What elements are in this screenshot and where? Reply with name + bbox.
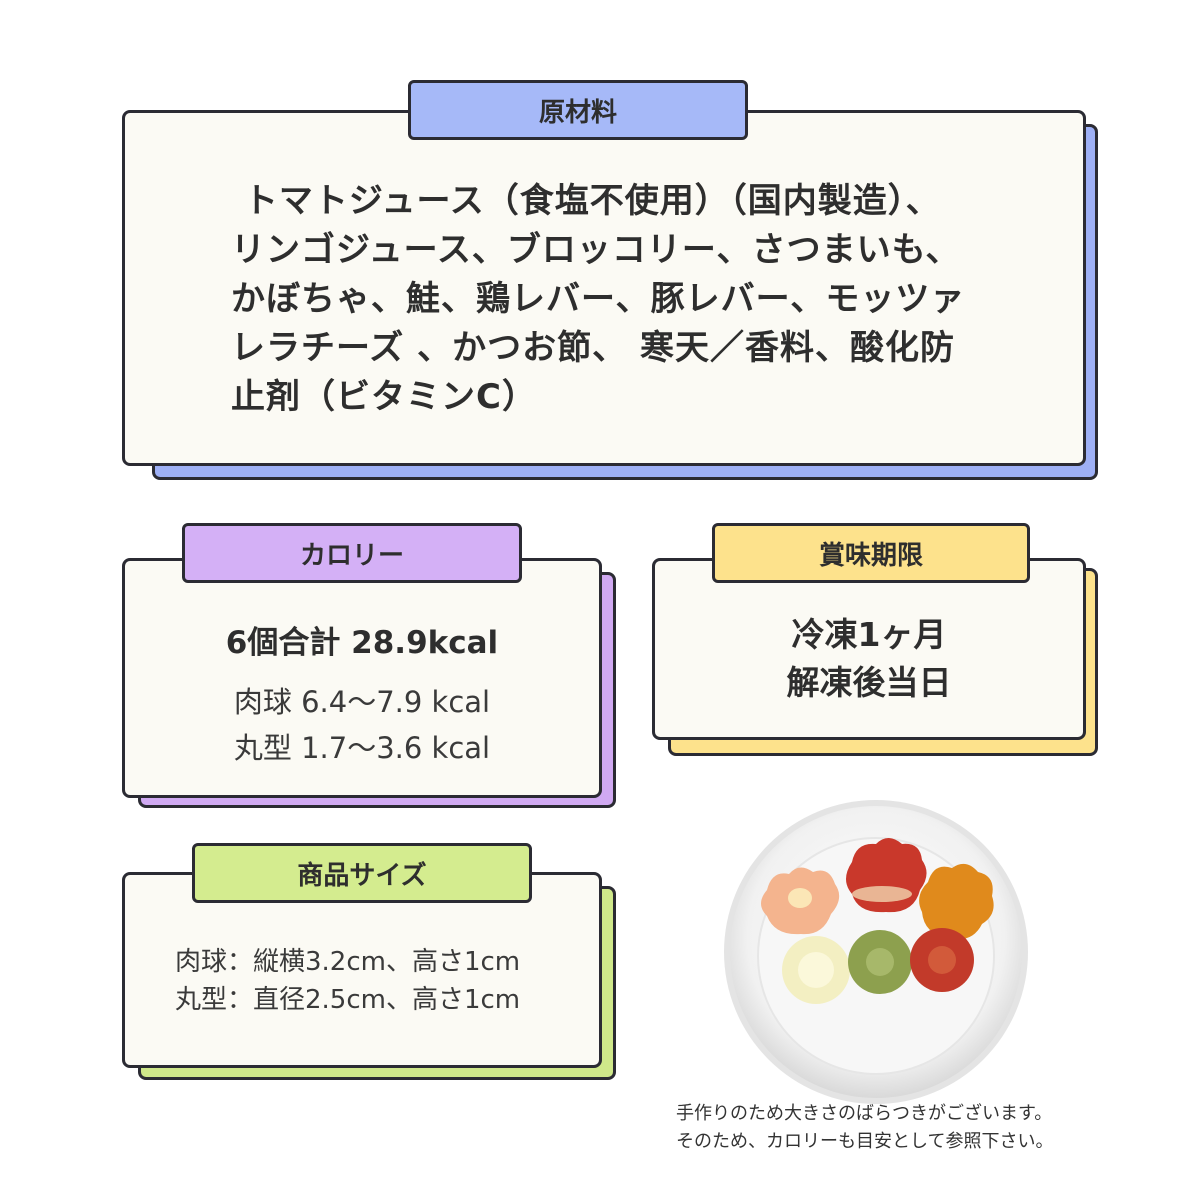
expiry-title-tab: 賞味期限	[712, 523, 1030, 583]
expiry-card: 冷凍1ヶ月 解凍後当日	[652, 558, 1086, 740]
expiry-line-frozen: 冷凍1ヶ月	[791, 615, 947, 654]
ingredients-line: 止剤（ビタミンC）	[231, 377, 537, 417]
calories-total: 6個合計 28.9kcal	[225, 625, 499, 661]
size-line-paw: 肉球：縦横3.2cm、高さ1cm	[175, 947, 521, 977]
calories-line-round: 丸型 1.7〜3.6 kcal	[233, 731, 491, 765]
ingredients-card: トマトジュース（食塩不使用）（国内製造）、 リンゴジュース、ブロッコリー、さつま…	[122, 110, 1086, 466]
ingredients-text: トマトジュース（食塩不使用）（国内製造）、 リンゴジュース、ブロッコリー、さつま…	[231, 177, 1031, 422]
paw-treat-salmon	[761, 867, 840, 935]
ingredients-line: かぼちゃ、鮭、鶏レバー、豚レバー、モッツァ	[231, 279, 966, 319]
footnote-line: 手作りのため大きさのばらつきがございます。	[676, 1103, 1053, 1124]
size-title: 商品サイズ	[297, 860, 427, 891]
product-plate-image	[724, 800, 1028, 1104]
ingredients-line: レラチーズ 、かつお節、 寒天／香料、酸化防	[231, 328, 955, 368]
expiry-title: 賞味期限	[818, 540, 923, 571]
ingredients-title-tab: 原材料	[408, 80, 748, 140]
round-treat-apple	[782, 936, 850, 1004]
footnote-line: そのため、カロリーも目安として参照下さい。	[676, 1131, 1054, 1152]
calories-line-paw: 肉球 6.4〜7.9 kcal	[233, 685, 491, 719]
calories-card: 6個合計 28.9kcal 肉球 6.4〜7.9 kcal 丸型 1.7〜3.6…	[122, 558, 602, 798]
size-line-round: 丸型：直径2.5cm、高さ1cm	[175, 985, 521, 1015]
round-treat-tomato	[910, 928, 974, 992]
calories-title-tab: カロリー	[182, 523, 522, 583]
ingredients-line: トマトジュース（食塩不使用）（国内製造）、	[231, 181, 941, 221]
footnote: 手作りのため大きさのばらつきがございます。 そのため、カロリーも目安として参照下…	[676, 1100, 1116, 1156]
round-treat-broccoli	[848, 930, 912, 994]
ingredients-line: リンゴジュース、ブロッコリー、さつまいも、	[231, 230, 961, 270]
size-card: 肉球：縦横3.2cm、高さ1cm 丸型：直径2.5cm、高さ1cm	[122, 872, 602, 1068]
size-title-tab: 商品サイズ	[192, 843, 532, 903]
ingredients-title: 原材料	[538, 97, 617, 128]
calories-title: カロリー	[299, 540, 404, 571]
expiry-line-thawed: 解凍後当日	[786, 663, 952, 702]
size-text: 肉球：縦横3.2cm、高さ1cm 丸型：直径2.5cm、高さ1cm	[175, 943, 520, 1019]
paw-treat-pumpkin	[919, 863, 994, 940]
paw-treat-tomato	[846, 838, 927, 913]
expiry-text: 冷凍1ヶ月 解凍後当日	[655, 611, 1083, 707]
calories-breakdown: 肉球 6.4〜7.9 kcal 丸型 1.7〜3.6 kcal	[125, 679, 599, 771]
